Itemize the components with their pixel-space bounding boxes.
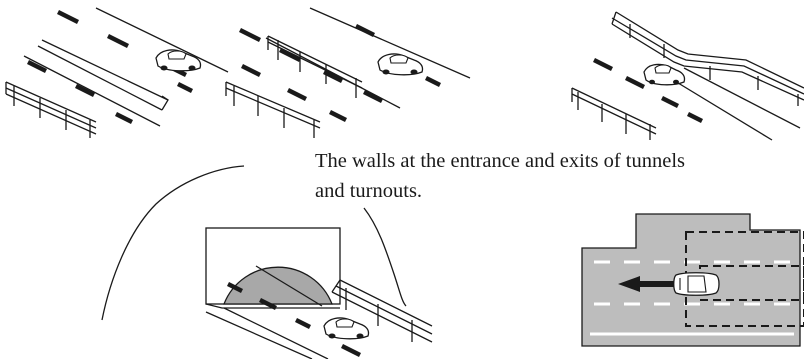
road-scene-2 [222, 0, 472, 145]
road-scene-3 [560, 0, 804, 145]
road-scene-1 [0, 0, 230, 145]
illustration-guardrail-left [0, 0, 230, 145]
car-icon [156, 50, 201, 71]
tunnel-opening [224, 267, 332, 304]
turnout-scene [580, 212, 804, 347]
car-icon [674, 273, 719, 296]
car-icon [324, 318, 369, 339]
illustration-guardrail-median [222, 0, 472, 145]
tunnel-scene [96, 162, 436, 359]
illustration-tunnel-entrance [96, 162, 436, 359]
car-icon [644, 64, 685, 84]
illustration-guardrail-merge [560, 0, 804, 145]
illustration-turnout-diagram [580, 212, 804, 347]
car-icon [378, 54, 423, 75]
